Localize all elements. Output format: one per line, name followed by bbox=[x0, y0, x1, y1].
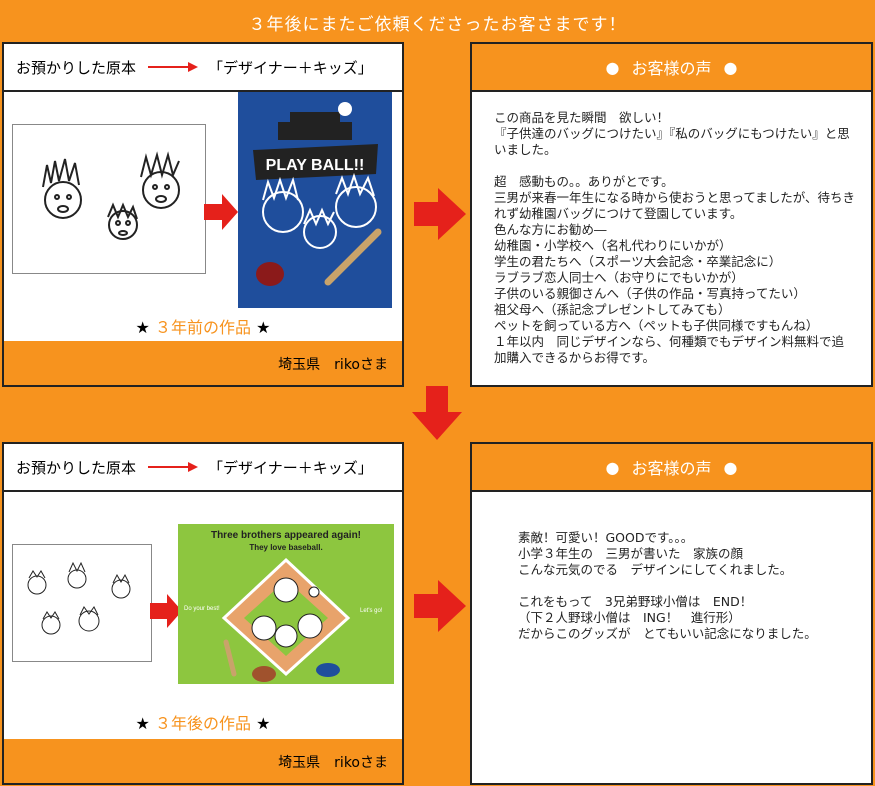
star-icon: ★ bbox=[256, 714, 271, 733]
top-review-panel: ● お客様の声 ● この商品を見た瞬間 欲しい！『子供達のバッグにつけたい』『私… bbox=[470, 42, 873, 387]
customer-name: 埼玉県 rikoさま bbox=[278, 754, 388, 771]
review-title: お客様の声 bbox=[631, 459, 712, 478]
original-label: お預かりした原本 bbox=[16, 458, 137, 477]
review-line: この商品を見た瞬間 欲しい！ bbox=[494, 110, 670, 125]
review-header: ● お客様の声 ● bbox=[472, 44, 871, 92]
review-line: 小学３年生の 三男が書いた 家族の顔 bbox=[518, 546, 744, 561]
red-arrow-right-icon bbox=[150, 594, 182, 628]
bullet-icon: ● bbox=[723, 457, 738, 477]
play-ball-illustration: PLAY BALL!! bbox=[253, 102, 382, 286]
review-line: こんな元気のでる デザインにしてくれました。 bbox=[518, 562, 793, 577]
bottom-review-panel: ● お客様の声 ● 素敵！可愛い！GOODです。。。小学３年生の 三男が書いた … bbox=[470, 442, 873, 785]
review-line: だからこのグッズが とてもいい記念になりました。 bbox=[518, 626, 817, 641]
review-line: 素敵！可愛い！GOODです。。。 bbox=[518, 530, 694, 545]
poster-right-text: Let's go! bbox=[360, 608, 383, 614]
poster-left-text: Do your best! bbox=[184, 606, 220, 612]
four-faces-sketch bbox=[27, 561, 131, 635]
top-caption: ★ ３年前の作品 ★ bbox=[4, 314, 402, 338]
review-line: ペットを飼っている方へ（ペットも子供同様ですもんね） bbox=[494, 318, 819, 333]
designed-poster: Three brothers appeared again! They love… bbox=[178, 524, 394, 684]
review-line: ラブラブ恋人同士へ（お守りにでもいかが） bbox=[494, 270, 744, 285]
review-line: 色んな方にお勧め― bbox=[494, 222, 607, 237]
review-line bbox=[494, 158, 855, 174]
red-arrow-icon bbox=[148, 62, 199, 72]
review-text: この商品を見た瞬間 欲しい！『子供達のバッグにつけたい』『私のバッグにもつけたい… bbox=[472, 92, 871, 376]
review-line: 超 感動もの。。ありがとです。 bbox=[494, 174, 674, 189]
original-drawing bbox=[12, 544, 152, 662]
red-arrow-right-icon bbox=[414, 188, 466, 240]
bottom-panel-header: お預かりした原本 「デザイナー＋キッズ」 bbox=[4, 444, 402, 492]
top-panel-footer: 埼玉県 rikoさま bbox=[4, 341, 402, 385]
red-arrow-right-icon bbox=[204, 194, 238, 230]
bullet-icon: ● bbox=[605, 457, 620, 477]
bullet-icon: ● bbox=[605, 57, 620, 77]
review-line: 『子供達のバッグにつけたい』『私のバッグにもつけたい』と思いました。 bbox=[494, 126, 850, 157]
designer-label: 「デザイナー＋キッズ」 bbox=[208, 458, 373, 477]
star-icon: ★ bbox=[256, 318, 271, 337]
designer-label: 「デザイナー＋キッズ」 bbox=[208, 58, 373, 77]
review-line: これをもって 3兄弟野球小僧は END！ bbox=[518, 594, 753, 609]
bullet-icon: ● bbox=[723, 57, 738, 77]
poster-title: Three brothers appeared again! bbox=[211, 530, 361, 541]
bottom-caption: ★ ３年後の作品 ★ bbox=[4, 710, 402, 734]
red-arrow-icon bbox=[148, 462, 199, 472]
top-panel-header: お預かりした原本 「デザイナー＋キッズ」 bbox=[4, 44, 402, 92]
original-drawing bbox=[12, 124, 206, 274]
poster-subtitle: They love baseball. bbox=[249, 543, 322, 552]
red-arrow-right-icon bbox=[414, 580, 466, 632]
page-header: ３年後にまたご依頼くださったお客さまです！ bbox=[248, 15, 627, 35]
review-line: 三男が来春一年生になる時から使おうと思ってましたが、待ちきれず幼稚園バッグにつけ… bbox=[494, 190, 856, 221]
star-icon: ★ bbox=[135, 318, 150, 337]
customer-name: 埼玉県 rikoさま bbox=[278, 356, 388, 373]
review-text: 素敵！可愛い！GOODです。。。小学３年生の 三男が書いた 家族の顔こんな元気の… bbox=[472, 492, 871, 652]
caption-text: ３年前の作品 bbox=[154, 318, 251, 337]
review-title: お客様の声 bbox=[631, 59, 712, 78]
poster-title: PLAY BALL!! bbox=[266, 157, 365, 174]
review-line: 学生の君たちへ（スポーツ大会記念・卒業記念に） bbox=[494, 254, 782, 269]
review-line: （下２人野球小僧は ING！ 進行形） bbox=[518, 610, 741, 625]
review-line: 幼稚園・小学校へ（名札代わりにいかが） bbox=[494, 238, 732, 253]
bottom-panel-footer: 埼玉県 rikoさま bbox=[4, 739, 402, 783]
top-work-panel: お預かりした原本 「デザイナー＋キッズ」 PLAY BALL!! bbox=[2, 42, 404, 387]
review-header: ● お客様の声 ● bbox=[472, 444, 871, 492]
review-line bbox=[518, 578, 855, 594]
bottom-work-panel: お預かりした原本 「デザイナー＋キッズ」 Three brothers appe… bbox=[2, 442, 404, 785]
designed-poster: PLAY BALL!! bbox=[238, 92, 392, 308]
baseball-diamond-illustration: Three brothers appeared again! They love… bbox=[184, 530, 383, 682]
review-line: 祖父母へ（孫記念プレゼントしてみても） bbox=[494, 302, 731, 317]
star-icon: ★ bbox=[135, 714, 150, 733]
kids-faces-sketch bbox=[42, 151, 180, 240]
review-line: 子供のいる親御さんへ（子供の作品・写真持ってたい） bbox=[494, 286, 806, 301]
original-label: お預かりした原本 bbox=[16, 58, 137, 77]
red-arrow-down-icon bbox=[412, 386, 462, 440]
caption-text: ３年後の作品 bbox=[154, 714, 251, 733]
review-line: １年以内 同じデザインなら、何種類でもデザイン料無料で追加購入できるからお得です… bbox=[494, 334, 845, 365]
